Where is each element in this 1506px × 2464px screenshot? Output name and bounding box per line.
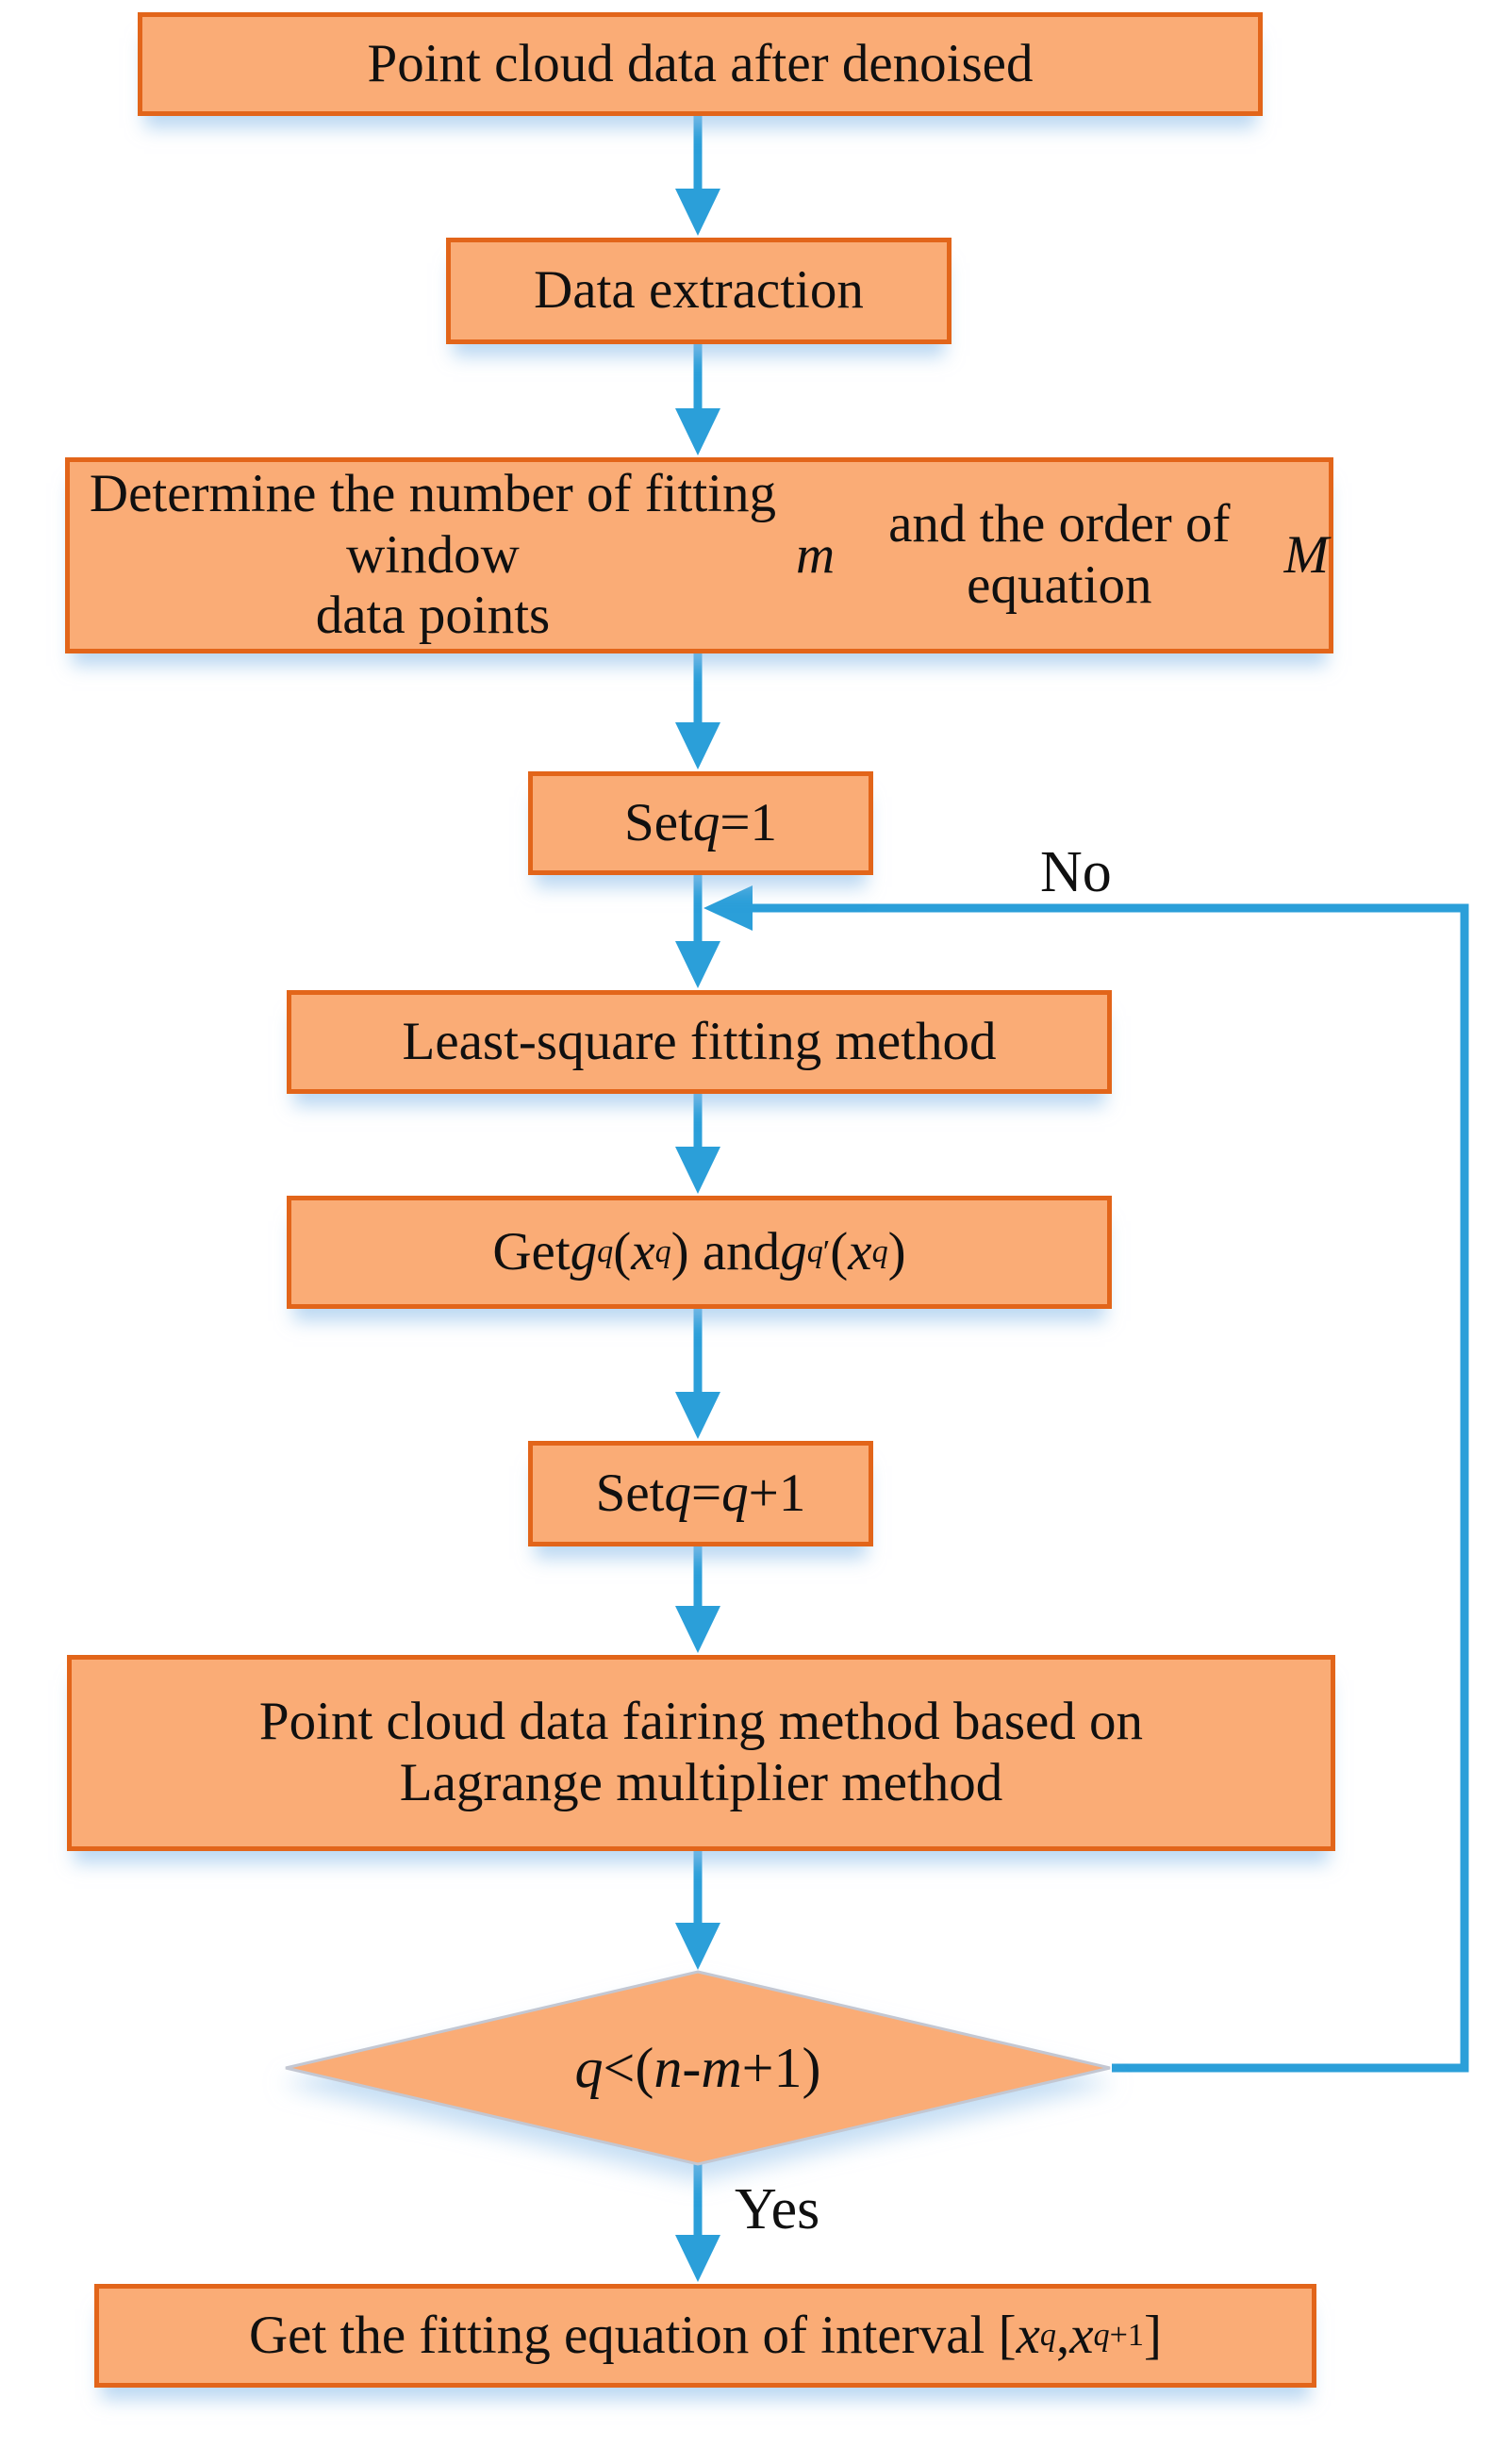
node-set-q-1: Set q=1 — [528, 771, 873, 875]
arrowhead-icon — [675, 1606, 720, 1653]
edge-set-q-plus-1-to-fairing — [675, 1545, 720, 1653]
arrowhead-icon — [675, 2235, 720, 2282]
edge-fairing-to-decision — [675, 1849, 720, 1970]
edge-no-loop — [703, 885, 1469, 2073]
arrowhead-icon — [675, 408, 720, 455]
edge-get-g-to-set-q-plus-1 — [675, 1307, 720, 1439]
node-fairing: Point cloud data fairing method based on… — [67, 1655, 1335, 1851]
no-loop-line — [751, 903, 1469, 2073]
arrowhead-icon — [675, 1923, 720, 1970]
node-decision-label: q<(n-m+1) — [574, 2036, 821, 2099]
arrowhead-icon — [675, 189, 720, 236]
no-loop-arrowhead-icon — [703, 885, 753, 931]
no-edge-label: No — [1040, 840, 1112, 904]
edge-extraction-to-determine — [675, 342, 720, 455]
node-decision-shape — [285, 1970, 1111, 2166]
arrowhead-icon — [675, 941, 720, 988]
node-set-q-plus-1: Set q=q+1 — [528, 1441, 873, 1546]
edge-denoised-to-extraction — [675, 114, 720, 236]
yes-edge-label: Yes — [735, 2177, 820, 2241]
edge-set-q-1-to-least-square — [675, 873, 720, 988]
node-denoised: Point cloud data after denoised — [138, 12, 1263, 116]
arrowhead-icon — [675, 722, 720, 769]
arrowhead-icon — [675, 1147, 720, 1194]
edge-decision-to-final-yes — [675, 2162, 720, 2282]
arrowhead-icon — [675, 1392, 720, 1439]
edge-least-square-to-get-g — [675, 1092, 720, 1194]
edge-determine-to-set-q-1 — [675, 652, 720, 769]
node-extraction: Data extraction — [446, 238, 952, 344]
node-least-square: Least-square fitting method — [287, 990, 1112, 1094]
